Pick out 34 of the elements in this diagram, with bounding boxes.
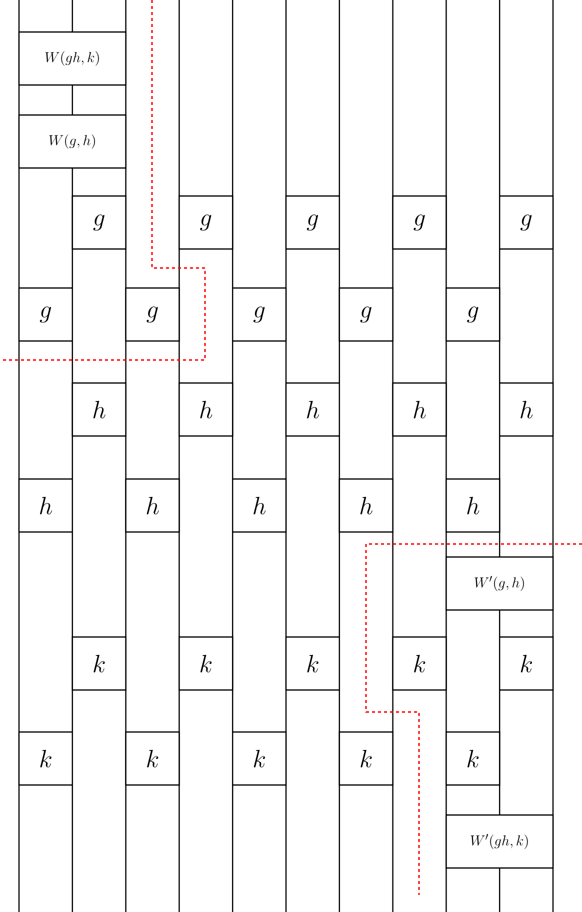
tensor-box: $k$ xyxy=(499,636,554,691)
tensor-box: $k$ xyxy=(72,636,126,691)
tensor-box: $k$ xyxy=(125,731,180,786)
tensor-box: $k$ xyxy=(178,636,234,691)
tensor-box: $g$ xyxy=(125,287,180,342)
tensor-box: $h$ xyxy=(338,478,394,533)
tensor-box: $W'(gh,k)$ xyxy=(446,814,554,869)
tensor-box: $g$ xyxy=(18,287,73,342)
tensor-box: $g$ xyxy=(285,195,340,250)
tensor-box: $g$ xyxy=(72,195,126,250)
tensor-box: $h$ xyxy=(285,382,340,437)
tensor-box: $h$ xyxy=(72,382,126,437)
tensor-box: $W(gh,k)$ xyxy=(18,31,126,86)
tensor-box: $k$ xyxy=(446,731,500,786)
tensor-box: $g$ xyxy=(446,287,500,342)
tensor-box: $k$ xyxy=(392,636,447,691)
tensor-box: $g$ xyxy=(392,195,447,250)
tensor-box: $k$ xyxy=(232,731,287,786)
tensor-box: $h$ xyxy=(125,478,180,533)
tensor-box: $g$ xyxy=(338,287,394,342)
tensor-box: $g$ xyxy=(232,287,287,342)
tensor-box: $k$ xyxy=(338,731,394,786)
tensor-box: $k$ xyxy=(285,636,340,691)
tensor-box: $k$ xyxy=(18,731,73,786)
tensor-box: $h$ xyxy=(232,478,287,533)
tensor-box: $g$ xyxy=(499,195,554,250)
tensor-box: $h$ xyxy=(499,382,554,437)
tensor-box: $h$ xyxy=(178,382,234,437)
tensor-box: $W(g,h)$ xyxy=(18,114,126,169)
tensor-box: $W'(g,h)$ xyxy=(446,556,554,611)
tensor-box: $h$ xyxy=(446,478,500,533)
tensor-box: $h$ xyxy=(392,382,447,437)
tensor-box: $h$ xyxy=(18,478,73,533)
tensor-box: $g$ xyxy=(178,195,234,250)
